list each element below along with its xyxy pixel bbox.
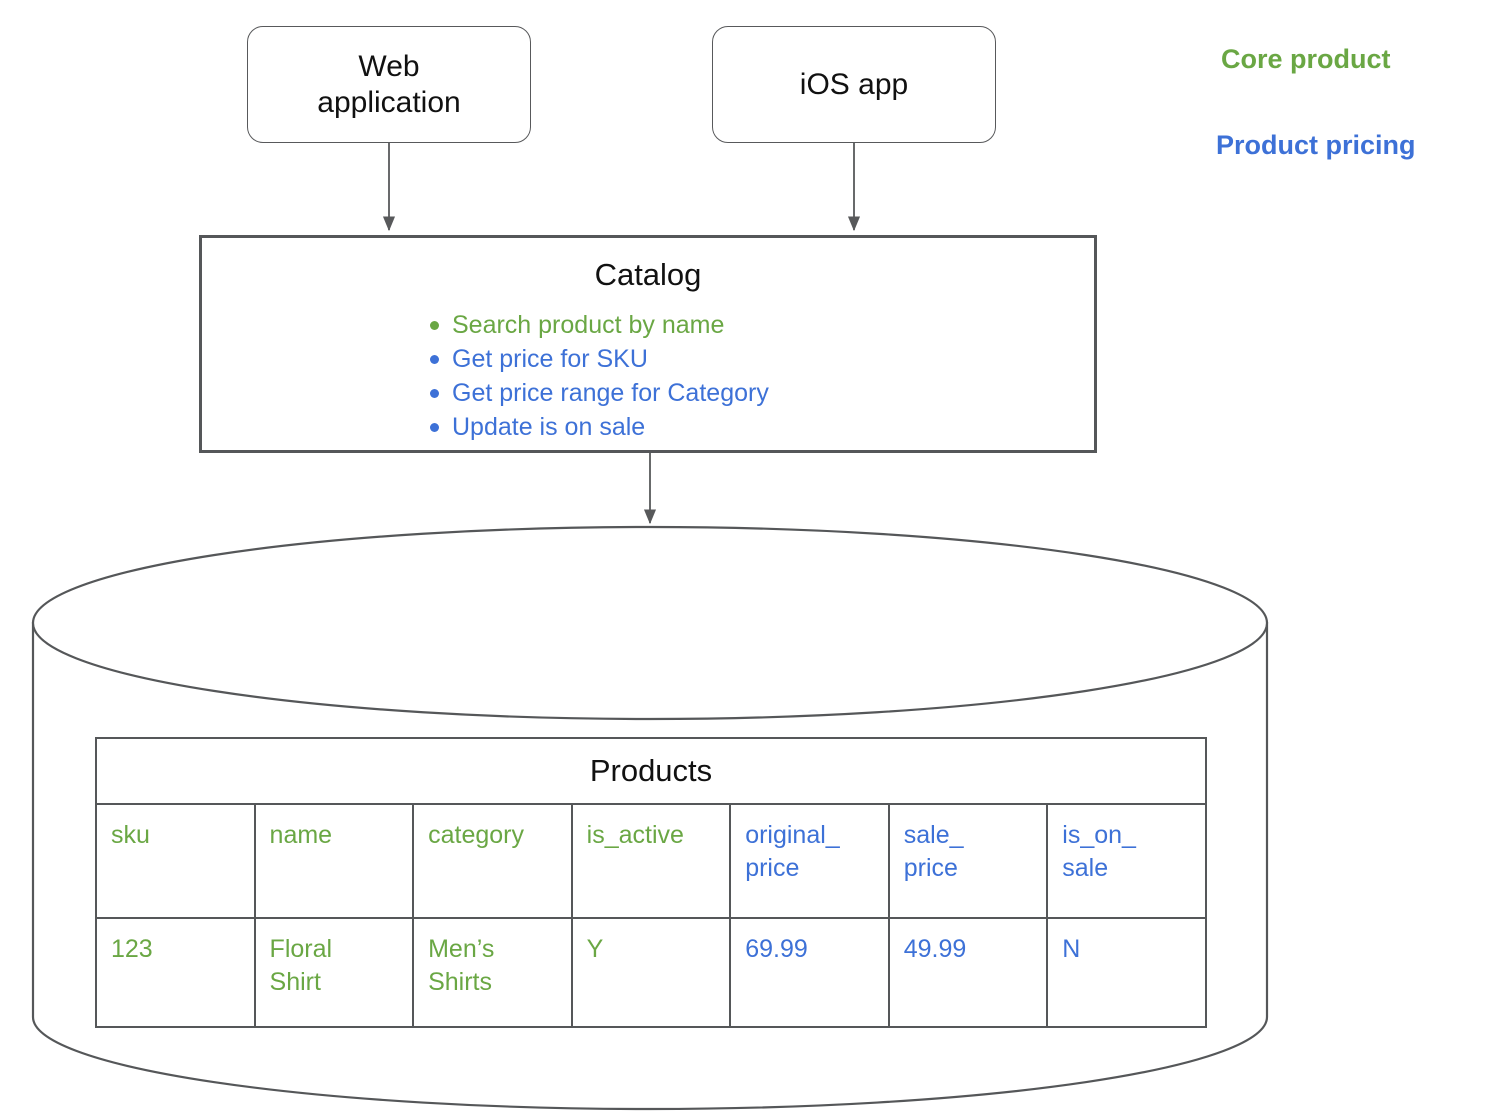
catalog-operation-label: Get price range for Category [452,379,769,407]
legend-core-product: Core product [1221,44,1391,74]
column-header-sale-price: sale_price [887,803,1049,919]
catalog-operations-list: Search product by name Get price for SKU… [426,308,769,444]
column-header-line1: original_ [745,821,840,849]
cell-sale-price: 49.99 [887,917,1049,1028]
column-header-line2: price [903,854,958,882]
column-header-line1: is_on_ [1062,821,1136,849]
cell-is-on-sale: N [1046,917,1207,1028]
catalog-operation-label: Get price for SKU [452,345,648,373]
bullet-icon [430,355,439,364]
cell-sku: 123 [95,917,256,1028]
catalog-operation-label: Search product by name [452,311,725,339]
bullet-icon [430,423,439,432]
column-header-sku: sku [95,803,256,919]
catalog-title: Catalog [594,257,702,292]
cell-category-line2: Shirts [428,968,492,996]
catalog-operation-get-price-range-for-category[interactable]: Get price range for Category [426,376,769,410]
catalog-operation-update-is-on-sale[interactable]: Update is on sale [426,410,769,444]
web-application-label-line2: application [317,85,461,119]
column-header-category: category [412,803,573,919]
table-title-row: Products [95,737,1207,805]
cell-category-line1: Men’s [428,935,495,963]
column-header-original-price: original_price [729,803,890,919]
web-application-node[interactable]: Web application [247,26,531,143]
products-table: Products sku name category is_active ori… [95,737,1207,1028]
column-header-name: name [253,803,415,919]
table-header-row: sku name category is_active original_pri… [95,803,1207,919]
bullet-icon [430,389,439,398]
web-application-label-line1: Web [358,50,420,84]
catalog-operation-get-price-for-sku[interactable]: Get price for SKU [426,342,769,376]
ios-app-node[interactable]: iOS app [712,26,996,143]
catalog-operation-label: Update is on sale [452,413,646,441]
column-header-is-active: is_active [570,803,732,919]
cell-name-line1: Floral [269,935,333,963]
column-header-line2: sale [1062,854,1109,882]
column-header-is-on-sale: is_on_sale [1046,803,1207,919]
cell-name-line2: Shirt [269,968,321,996]
column-header-line2: price [745,854,800,882]
ios-app-label: iOS app [799,67,909,101]
catalog-service-node[interactable]: Catalog Search product by name Get price… [199,235,1097,453]
bullet-icon [430,321,439,330]
cell-is-active: Y [570,917,732,1028]
column-header-line1: sale_ [903,821,964,849]
web-application-label: Web application [317,49,460,119]
cell-original-price: 69.99 [729,917,890,1028]
legend-product-pricing: Product pricing [1216,130,1416,160]
catalog-operation-search-product-by-name[interactable]: Search product by name [426,308,769,342]
products-table-title: Products [95,737,1207,805]
